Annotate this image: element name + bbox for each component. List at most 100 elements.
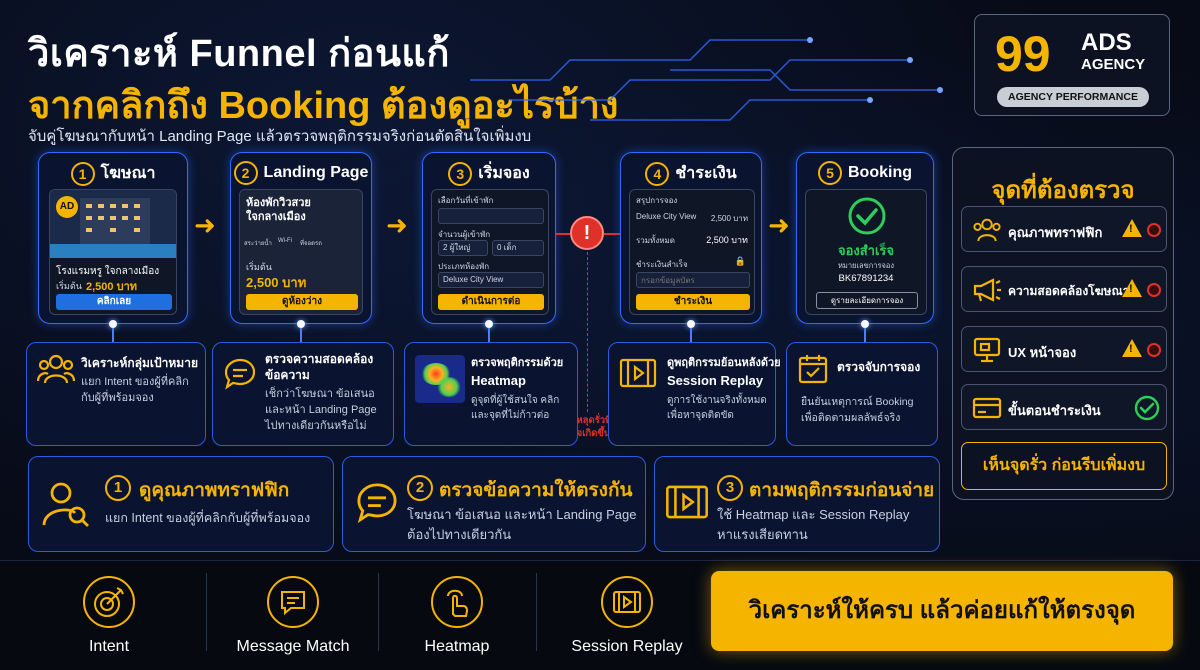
continue-button[interactable]: ดำเนินการต่อ <box>438 294 544 310</box>
confirmation-card: จองสำเร็จ หมายเลขการจอง BK67891234 ดูราย… <box>805 189 927 315</box>
checklist-panel: จุดที่ต้องตรวจ คุณภาพทราฟฟิก ! ความสอดคล… <box>952 147 1174 500</box>
logo-sub: AGENCY <box>1081 56 1146 73</box>
circuit-decoration <box>470 37 943 121</box>
credit-card-icon <box>972 397 1002 419</box>
connector-dot <box>297 320 305 328</box>
step-number: 3 <box>448 161 473 186</box>
info-title: วิเคราะห์กลุ่มเป้าหมาย <box>81 356 198 370</box>
checklist-item-booking-ux: UX หน้าจอง ! <box>961 326 1167 372</box>
checklist-item-ad-consistency: ความสอดคล้องโฆษณา ! <box>961 266 1167 312</box>
room-select[interactable]: Deluxe City View <box>438 272 544 288</box>
bottom-label: Message Match <box>236 638 350 655</box>
users-icon <box>973 218 1001 242</box>
info-heatmap: ตรวจพฤติกรรมด้วย Heatmap ดูจุดที่ผู้ใช้ส… <box>404 342 578 446</box>
message-icon <box>267 576 319 628</box>
info-title: ดูพฤติกรรมย้อนหลังด้วย <box>667 357 781 369</box>
heatmap-thumbnail <box>415 355 465 403</box>
warning-icon <box>1122 339 1142 357</box>
title-line-1: วิเคราะห์ Funnel ก่อนแก้ <box>28 33 450 75</box>
action-title: ตามพฤติกรรมก่อนจ่าย <box>749 480 935 501</box>
landing-price-prefix: เริ่มต้น <box>246 262 272 272</box>
action-number: 3 <box>717 475 743 501</box>
info-desc-1: แยก Intent ของผู้ที่คลิก <box>81 376 189 388</box>
users-icon <box>37 354 75 384</box>
divider <box>206 573 207 651</box>
warning-icon <box>1122 279 1142 297</box>
alert-dot-icon <box>1147 223 1161 237</box>
ad-badge: AD <box>56 196 78 218</box>
view-details-button[interactable]: ดูรายละเอียดการจอง <box>816 292 918 309</box>
landing-card: ห้องพักวิวสวย ใจกลางเมือง สระว่ายน้ำ Wi-… <box>239 189 363 315</box>
summary-label: สรุปการจอง <box>636 196 678 205</box>
booking-form: เลือกวันที่เข้าพัก จำนวนผู้เข้าพัก 2 ผู้… <box>431 189 549 315</box>
connector-line <box>300 328 302 342</box>
checklist-item-payment: ขั้นตอนชำระเงิน <box>961 384 1167 430</box>
ad-hotel-name: โรงแรมหรู ใจกลางเมือง <box>56 266 160 277</box>
checklist-label: ขั้นตอนชำระเงิน <box>1008 403 1101 418</box>
kids-select[interactable]: 0 เด็ก <box>492 240 544 256</box>
amenity-parking: ที่จอดรถ <box>300 241 322 247</box>
ad-price: 2,500 บาท <box>86 281 137 293</box>
card-input[interactable] <box>636 272 750 288</box>
alert-dot-icon <box>1147 283 1161 297</box>
room-label: ประเภทห้องพัก <box>438 262 490 271</box>
target-icon <box>83 576 135 628</box>
divider <box>378 573 379 651</box>
check-circle-icon <box>1134 395 1160 421</box>
action-desc-2: ต้องไปทางเดียวกัน <box>407 527 512 542</box>
action-traffic-quality: 1 ดูคุณภาพทราฟฟิก แยก Intent ของผู้ที่คล… <box>28 456 334 552</box>
booking-status: จองสำเร็จ <box>837 243 895 258</box>
step-title: ชำระเงิน <box>675 165 737 182</box>
info-desc-1: ดูการใช้งานจริงทั้งหมด <box>667 395 767 406</box>
checklist-label: ความสอดคล้องโฆษณา <box>1008 284 1130 298</box>
action-desc-1: ใช้ Heatmap และ Session Replay <box>717 507 910 522</box>
logo-number: 99 <box>995 26 1051 82</box>
logo-tagline: AGENCY PERFORMANCE <box>997 87 1149 107</box>
bottom-bar: Intent Message Match Heatmap Session Rep… <box>0 560 1200 670</box>
ref-label: หมายเลขการจอง <box>837 261 895 270</box>
pay-label: ชำระเงินสำเร็จ <box>636 260 688 269</box>
warning-mark: ! <box>1129 283 1133 295</box>
info-desc-1: ดูจุดที่ผู้ใช้สนใจ คลิก <box>471 395 560 406</box>
view-rooms-button[interactable]: ดูห้องว่าง <box>246 294 358 310</box>
step-number: 1 <box>70 161 95 186</box>
adults-select[interactable]: 2 ผู้ใหญ่ <box>438 240 488 256</box>
dropoff-label-2: อาจเกิดขึ้น <box>565 428 611 439</box>
step-title: โฆษณา <box>100 165 156 182</box>
checklist-cta: เห็นจุดรั่ว ก่อนรีบเพิ่มงบ <box>961 442 1167 490</box>
arrow-right-icon: ➜ <box>386 210 408 240</box>
final-cta-banner: วิเคราะห์ให้ครบ แล้วค่อยแก้ให้ตรงจุด <box>711 571 1173 651</box>
info-audience: วิเคราะห์กลุ่มเป้าหมาย แยก Intent ของผู้… <box>26 342 206 446</box>
step-number: 5 <box>818 161 842 185</box>
lock-icon: 🔒 <box>734 256 746 266</box>
date-label: เลือกวันที่เข้าพัก <box>438 196 494 205</box>
checklist-label: UX หน้าจอง <box>1008 345 1077 360</box>
dropoff-alert-icon: ! <box>570 216 604 250</box>
ad-click-button[interactable]: คลิกเลย <box>56 294 172 310</box>
monitor-icon <box>973 337 1001 363</box>
payment-card: สรุปการจอง Deluxe City View 2,500 บาท รว… <box>629 189 755 315</box>
connector-dot <box>687 320 695 328</box>
checklist-title: จุดที่ต้องตรวจ <box>991 177 1135 204</box>
action-desc-2: หาแรงเสียดทาน <box>717 527 808 542</box>
alert-line-left <box>556 233 570 235</box>
action-title: ตรวจข้อความให้ตรงกัน <box>439 480 633 501</box>
step-title: Booking <box>848 164 912 182</box>
film-icon <box>601 576 653 628</box>
video-player-icon <box>666 485 708 519</box>
info-title-2: Session Replay <box>667 373 764 388</box>
bottom-label: Session Replay <box>571 638 683 655</box>
warning-mark: ! <box>1129 223 1133 235</box>
agency-logo: 99 ADS AGENCY AGENCY PERFORMANCE <box>974 14 1170 116</box>
ad-price-prefix: เริ่มต้น <box>56 281 82 291</box>
action-title: ดูคุณภาพทราฟฟิก <box>139 480 290 501</box>
date-field[interactable] <box>438 208 544 224</box>
action-message-match: 2 ตรวจข้อความให้ตรงกัน โฆษณา ข้อเสนอ และ… <box>342 456 646 552</box>
warning-mark: ! <box>1129 343 1133 355</box>
step-5-booking: 5 Booking จองสำเร็จ หมายเลขการจอง BK67891… <box>796 152 934 324</box>
info-title: ตรวจความสอดคล้อง <box>265 352 374 366</box>
info-desc-2: เพื่อหาจุดติดขัด <box>667 410 734 421</box>
pay-button[interactable]: ชำระเงิน <box>636 294 750 310</box>
